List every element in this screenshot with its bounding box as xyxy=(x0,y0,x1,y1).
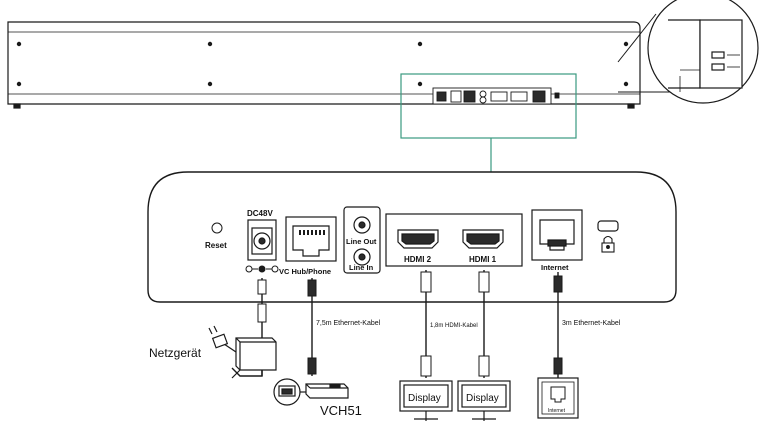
display-a xyxy=(399,380,453,421)
label-power-supply: Netzgerät xyxy=(149,346,202,360)
display-b xyxy=(457,380,511,421)
reset-button xyxy=(211,222,223,234)
vc-hub-port xyxy=(285,216,337,262)
label-line-in: Line In xyxy=(349,263,374,272)
internet-port xyxy=(531,209,583,261)
device-port-strip xyxy=(432,87,560,105)
vch51-device xyxy=(273,378,349,406)
dc-port xyxy=(247,219,277,261)
label-internet: Internet xyxy=(541,263,569,272)
label-vc-hub: VC Hub/Phone xyxy=(279,267,331,276)
audio-jacks xyxy=(343,206,381,274)
power-plug-icon xyxy=(208,325,241,379)
device-screws xyxy=(16,41,629,87)
cable-label-hdmi-18: 1,8m HDMI-Kabel xyxy=(430,323,478,329)
zoom-highlight-box xyxy=(400,73,577,139)
magnifier xyxy=(617,0,759,104)
ethernet-jack-icon xyxy=(550,386,566,403)
dc-polarity-icon xyxy=(245,265,279,273)
cable-connectors xyxy=(257,271,563,377)
label-display-b: Display xyxy=(466,393,499,404)
label-vch51: VCH51 xyxy=(320,403,362,418)
label-hdmi2: HDMI 2 xyxy=(404,255,432,264)
label-line-out: Line Out xyxy=(346,237,377,246)
cable-label-ethernet-3: 3m Ethernet-Kabel xyxy=(562,320,621,327)
lock-icon xyxy=(601,235,615,253)
cable-label-ethernet-75: 7,5m Ethernet-Kabel xyxy=(316,320,381,327)
hdmi-block xyxy=(385,213,523,267)
label-hdmi1: HDMI 1 xyxy=(469,255,497,264)
power-supply xyxy=(235,337,277,371)
lock-slot xyxy=(597,220,619,232)
label-display-a: Display xyxy=(408,393,441,404)
label-internet-socket: Internet xyxy=(548,408,566,414)
label-dc: DC48V xyxy=(247,209,273,218)
label-reset: Reset xyxy=(205,241,227,250)
